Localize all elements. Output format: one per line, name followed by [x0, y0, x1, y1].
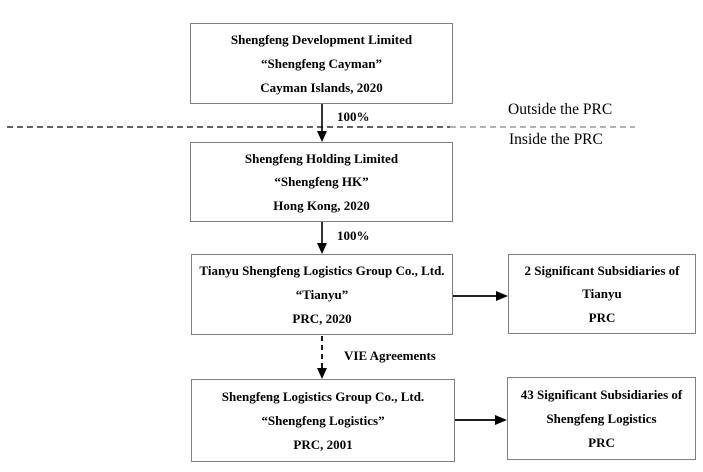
arrowhead-logistics-to-subs [495, 415, 507, 425]
entity-name: 43 Significant Subsidiaries of [520, 386, 683, 402]
entity-name: Tianyu Shengfeng Logistics Group Co., Lt… [199, 263, 445, 279]
inside-prc-label: Inside the PRC [509, 131, 603, 148]
entity-name: Shengfeng Development Limited [230, 32, 413, 48]
entity-jurisdiction: PRC, 2020 [292, 310, 352, 326]
ownership-label-hk-tianyu: 100% [337, 228, 370, 243]
arrowhead-tianyu-to-subs [496, 291, 508, 301]
entity-alias: “Tianyu” [295, 286, 349, 302]
entity-name: Shengfeng Holding Limited [244, 151, 399, 167]
entity-name: Shengfeng Logistics Group Co., Ltd. [221, 388, 425, 404]
entity-box-tianyu: Tianyu Shengfeng Logistics Group Co., Lt… [191, 254, 453, 335]
entity-jurisdiction: PRC, 2001 [293, 437, 353, 453]
entity-alias: “Shengfeng Logistics” [261, 412, 385, 428]
entity-alias: “Shengfeng HK” [274, 174, 369, 190]
arrowhead-cayman-to-hk [317, 131, 327, 142]
entity-jurisdiction: PRC [588, 309, 616, 325]
entity-jurisdiction: PRC [588, 435, 615, 451]
entity-jurisdiction: Hong Kong, 2020 [273, 197, 370, 213]
entity-alias: Shengfeng Logistics [546, 410, 657, 426]
entity-box-shengfeng-hk: Shengfeng Holding Limited “Shengfeng HK”… [190, 142, 453, 222]
entity-alias: Tianyu [582, 286, 622, 302]
entity-box-shengfeng-cayman: Shengfeng Development Limited “Shengfeng… [190, 23, 453, 104]
entity-jurisdiction: Cayman Islands, 2020 [260, 79, 383, 95]
entity-alias: “Shengfeng Cayman” [261, 55, 382, 71]
outside-prc-label: Outside the PRC [508, 101, 613, 118]
arrowhead-vie [317, 368, 327, 379]
ownership-label-cayman-hk: 100% [337, 109, 370, 124]
entity-box-logistics-subsidiaries: 43 Significant Subsidiaries of Shengfeng… [507, 377, 696, 460]
entity-box-shengfeng-logistics: Shengfeng Logistics Group Co., Ltd. “She… [191, 379, 455, 462]
entity-name: 2 Significant Subsidiaries of [524, 263, 680, 279]
entity-box-tianyu-subsidiaries: 2 Significant Subsidiaries of Tianyu PRC [508, 254, 696, 334]
vie-agreements-label: VIE Agreements [344, 348, 436, 363]
arrowhead-hk-to-tianyu [317, 243, 327, 254]
